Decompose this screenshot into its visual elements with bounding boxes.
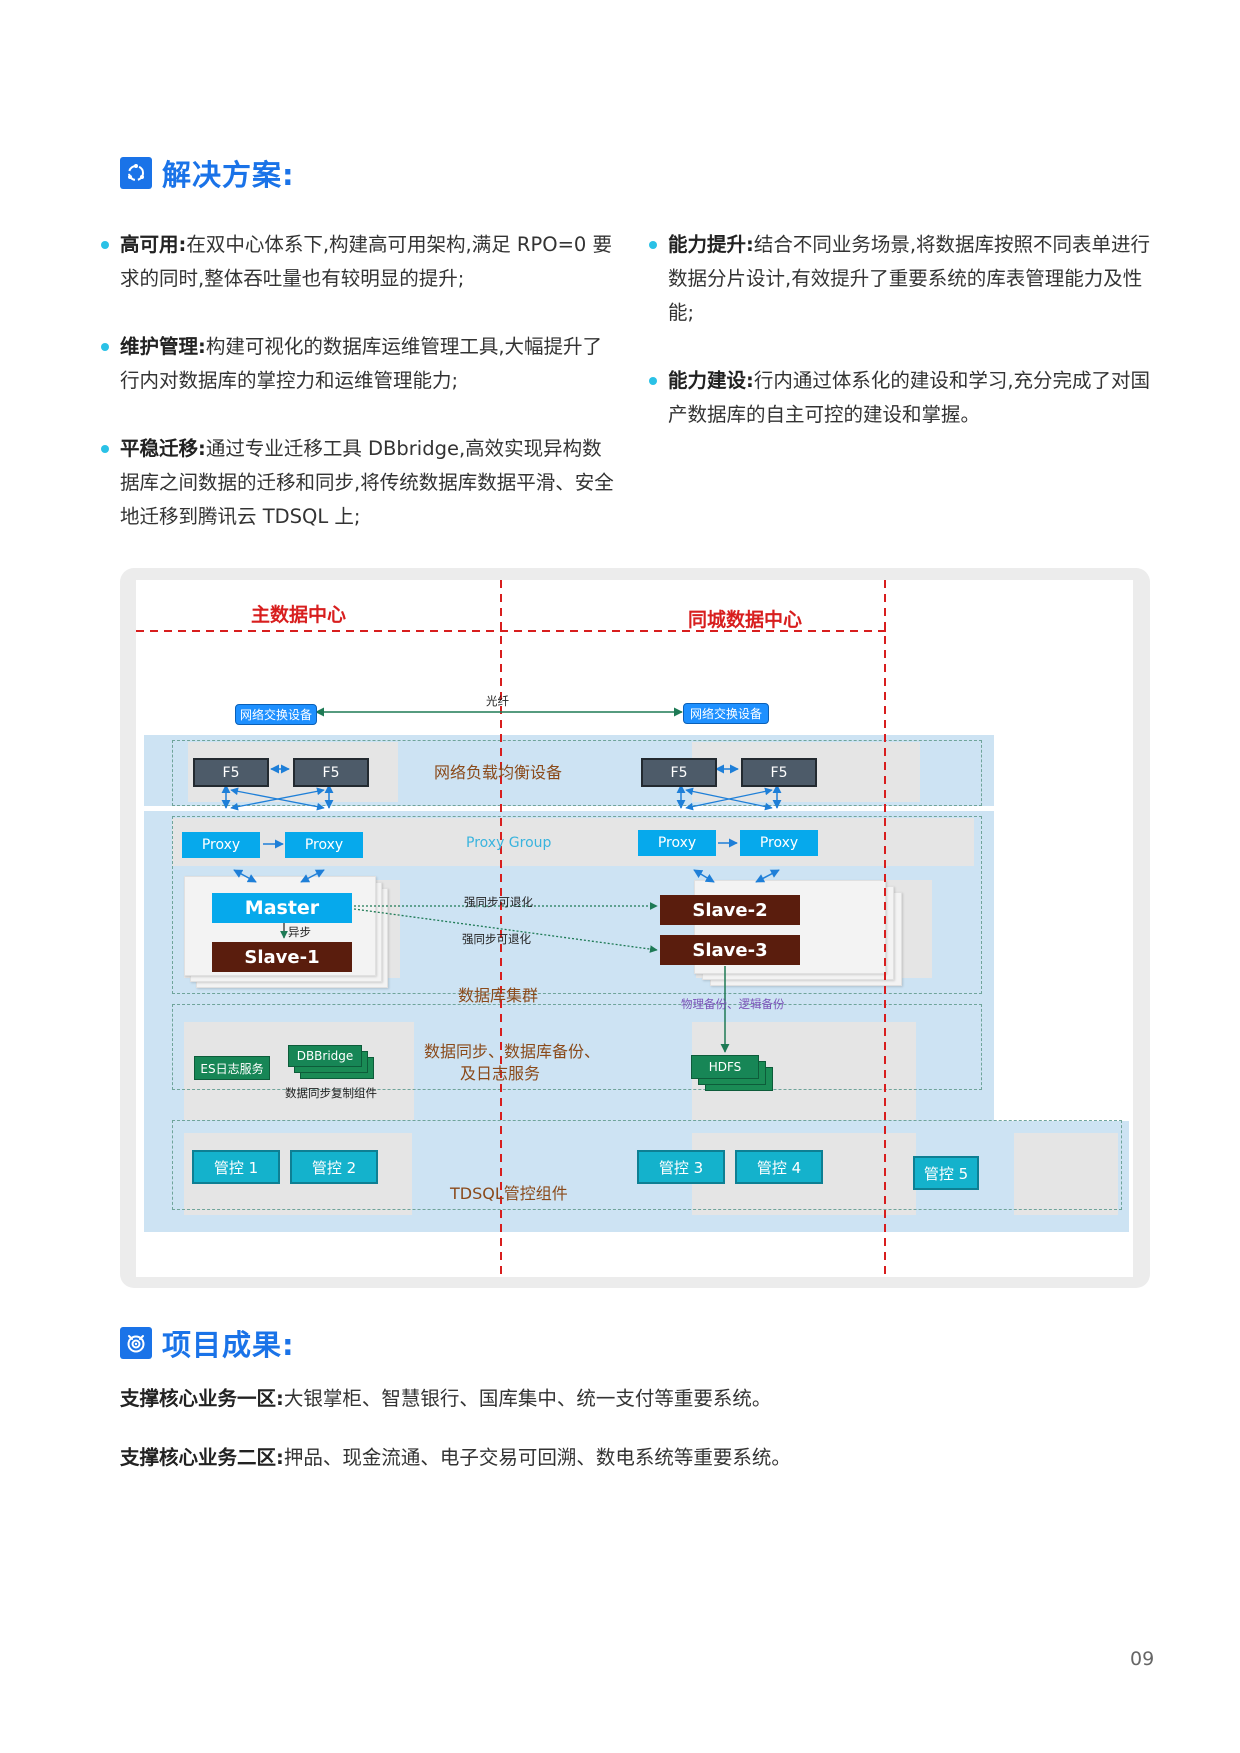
sync-label-1: 强同步可退化 [464, 895, 533, 909]
dbbridge-box: DBBridge [288, 1045, 362, 1067]
target-icon [120, 1327, 152, 1359]
solution-icon [120, 157, 152, 189]
f5-main-2: F5 [293, 758, 369, 787]
f5-city-1: F5 [641, 758, 717, 787]
db-cluster-label: 数据库集群 [458, 986, 539, 1005]
net-switch-city: 网络交换设备 [683, 703, 769, 724]
solution-heading: 解决方案: [120, 152, 295, 194]
proxy-city-2: Proxy [740, 830, 818, 856]
solution-item-ha: 高可用:在双中心体系下,构建高可用架构,满足 RPO=0 要求的同时,整体吞吐量… [101, 228, 620, 296]
sync-label-2: 强同步可退化 [462, 932, 531, 946]
proxy-main-2: Proxy [285, 832, 363, 858]
page-number: 09 [1130, 1648, 1155, 1670]
mgmt-2: 管控 2 [290, 1150, 378, 1184]
slave-2-node: Slave-2 [660, 895, 800, 925]
solution-item-maintenance: 维护管理:构建可视化的数据库运维管理工具,大幅提升了行内对数据库的掌控力和运维管… [101, 330, 620, 398]
city-dc-label: 同城数据中心 [688, 609, 803, 631]
mgmt-5: 管控 5 [913, 1156, 979, 1190]
proxy-group-label: Proxy Group [466, 835, 552, 851]
tdsql-mgmt-label: TDSQL管控组件 [450, 1184, 568, 1203]
mgmt-4: 管控 4 [735, 1150, 823, 1184]
mgmt-1: 管控 1 [192, 1150, 280, 1184]
result-line-1: 支撑核心业务一区:大银掌柜、智慧银行、国库集中、统一支付等重要系统。 [120, 1387, 772, 1410]
fiber-label: 光纤 [486, 694, 509, 708]
slave-1-node: Slave-1 [212, 942, 352, 972]
async-label: 异步 [288, 925, 311, 939]
backup-label: 物理备份、逻辑备份 [681, 997, 785, 1011]
sync-backup-label-2: 及日志服务 [460, 1064, 541, 1083]
solution-item-migration: 平稳迁移:通过专业迁移工具 DBbridge,高效实现异构数据库之间数据的迁移和… [101, 432, 620, 534]
mgmt-3: 管控 3 [637, 1150, 725, 1184]
solution-item-capability-build: 能力建设:行内通过体系化的建设和学习,充分完成了对国产数据库的自主可控的建设和掌… [649, 364, 1168, 432]
es-log-service: ES日志服务 [194, 1056, 270, 1080]
slave-3-node: Slave-3 [660, 935, 800, 965]
results-title: 项目成果: [162, 1328, 295, 1362]
solution-item-capability-up: 能力提升:结合不同业务场景,将数据库按照不同表单进行数据分片设计,有效提升了重要… [649, 228, 1168, 330]
solution-title: 解决方案: [162, 158, 295, 192]
main-dc-label: 主数据中心 [251, 604, 347, 626]
results-heading: 项目成果: [120, 1322, 295, 1364]
proxy-city-1: Proxy [638, 830, 716, 856]
lb-label: 网络负载均衡设备 [434, 763, 563, 782]
proxy-main-1: Proxy [182, 832, 260, 858]
sync-backup-label-1: 数据同步、数据库备份、 [424, 1042, 601, 1061]
diagram-lines [136, 580, 888, 1277]
net-switch-main: 网络交换设备 [235, 704, 317, 725]
result-line-2: 支撑核心业务二区:押品、现金流通、电子交易可回溯、数电系统等重要系统。 [120, 1446, 791, 1469]
f5-city-2: F5 [741, 758, 817, 787]
sync-component-label: 数据同步复制组件 [285, 1086, 377, 1100]
f5-main-1: F5 [193, 758, 269, 787]
hdfs-box: HDFS [691, 1055, 759, 1079]
master-node: Master [212, 893, 352, 923]
architecture-diagram: 主数据中心 同城数据中心 网络交换设备 网络交换设备 光纤 F5 F5 F5 F… [136, 580, 1133, 1277]
